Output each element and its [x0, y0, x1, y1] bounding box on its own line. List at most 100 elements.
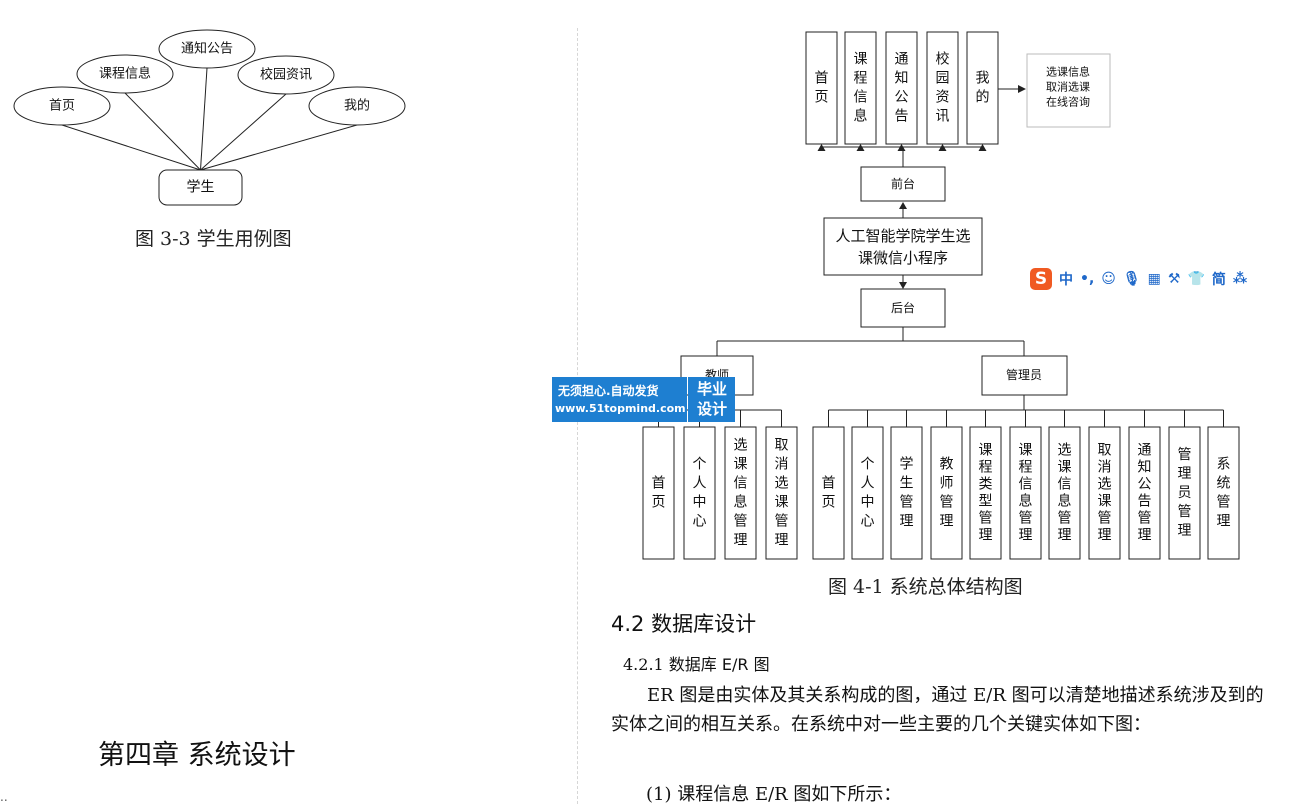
admin-module-label-char: 程 [979, 460, 993, 476]
admin-module-label-char: 课 [979, 443, 993, 459]
ime-toolbar[interactable]: S 中 •, ☺ 🎙 ▦ ⚒ 👕 简 ⁂ [1030, 266, 1247, 292]
watermark: 无须担心.自动发货 www.51topmind.com 毕业设计 [552, 377, 735, 422]
my-details-box [1026, 53, 1111, 128]
admin-module-label-char: 理 [940, 514, 954, 530]
watermark-line1: 无须担心.自动发货 [558, 384, 659, 398]
my-arrow [1018, 85, 1026, 93]
use-case-caption: 图 3-3 学生用例图 [135, 228, 292, 250]
admin-module-label-char: 理 [1138, 528, 1152, 544]
actor-box [158, 169, 243, 206]
admin-module-label-char: 理 [1178, 523, 1192, 539]
admin-module-label-char: 课 [1058, 460, 1072, 476]
use-case-oval [158, 29, 256, 69]
top-arrow [817, 144, 826, 151]
watermark-left-panel: 无须担心.自动发货 www.51topmind.com [552, 377, 687, 422]
admin-module-label-char: 知 [1138, 459, 1152, 476]
watermark-line2: www.51topmind.com [555, 402, 686, 415]
admin-module-label-char: 管 [1178, 447, 1192, 463]
watermark-badge: 毕业设计 [688, 377, 735, 422]
admin-module-label-char: 页 [822, 495, 836, 511]
admin-module-label-char: 理 [1019, 528, 1033, 544]
top-page-label-char: 资 [936, 90, 950, 106]
admin-module-label-char: 系 [1217, 457, 1231, 473]
system-up-arrow [899, 202, 907, 209]
keyboard-icon[interactable]: ▦ [1147, 271, 1161, 287]
corner-mark: .. [0, 790, 8, 804]
top-arrow [978, 144, 987, 151]
admin-module-label-char: 课 [1098, 494, 1112, 510]
top-page-label-char: 页 [815, 90, 829, 106]
admin-module-label-char: 管 [1217, 495, 1231, 511]
chinese-mode-icon[interactable]: 中 [1059, 272, 1073, 288]
use-case-label: 首页 [49, 99, 75, 114]
back-box [860, 288, 946, 328]
actor-label: 学生 [187, 180, 215, 196]
admin-module-label-char: 理 [900, 514, 914, 530]
top-page-label-char: 的 [976, 90, 990, 106]
admin-module-box [1009, 426, 1042, 560]
teacher-module-label-char: 理 [734, 533, 748, 549]
admin-module-label-char: 教 [940, 457, 954, 473]
admin-module-label-char: 理 [979, 528, 993, 544]
punctuation-icon[interactable]: •, [1080, 271, 1095, 287]
subsection-heading: 4.2.1 数据库 E/R 图 [623, 651, 770, 675]
subsection-number: 4.2.1 [623, 655, 664, 674]
top-page-label-char: 程 [854, 71, 868, 87]
body-paragraph: ER 图是由实体及其关系构成的图，通过 E/R 图可以清楚地描述系统涉及到的实体… [611, 685, 1264, 735]
simplified-icon[interactable]: 简 [1211, 272, 1226, 288]
emoji-icon[interactable]: ☺ [1101, 271, 1116, 287]
list-item: (1) 课程信息 E/R 图如下所示： [646, 784, 902, 805]
top-page-label-char: 课 [854, 52, 868, 68]
admin-module-label-char: 中 [861, 495, 875, 511]
admin-module-label-char: 管 [940, 495, 954, 511]
admin-module-label-char: 管 [1178, 504, 1192, 520]
top-page-box [805, 31, 838, 145]
teacher-module-label-char: 中 [693, 495, 707, 511]
use-case-oval [308, 86, 406, 126]
use-case-oval [13, 86, 111, 126]
skin-icon[interactable]: 👕 [1187, 271, 1205, 287]
teacher-module-label-char: 取 [775, 438, 789, 454]
use-case-link [200, 67, 208, 171]
top-page-label-char: 息 [854, 108, 868, 125]
tools-icon[interactable]: ⚒ [1167, 271, 1181, 287]
top-page-label-char: 讯 [936, 109, 950, 125]
top-page-label-char: 通 [895, 52, 909, 68]
admin-module-label-char: 师 [940, 476, 954, 492]
admin-module-label-char: 心 [861, 514, 875, 530]
top-page-label-char: 园 [936, 71, 950, 87]
system-name-line2: 课微信小程序 [858, 249, 948, 267]
apps-icon[interactable]: ⁂ [1232, 271, 1248, 287]
admin-module-box [890, 426, 923, 560]
teacher-module-label-char: 课 [775, 495, 789, 511]
teacher-module-box [642, 426, 675, 560]
admin-module-label-char: 理 [1178, 466, 1192, 482]
back-label: 后台 [891, 300, 915, 315]
use-case-link [124, 92, 201, 171]
top-page-label-char: 公 [895, 90, 909, 106]
top-page-label-char: 信 [854, 90, 868, 106]
admin-module-label-char: 选 [1058, 443, 1072, 459]
admin-module-box [1048, 426, 1081, 560]
admin-module-box [969, 426, 1002, 560]
use-case-oval [237, 55, 335, 95]
use-case-link [200, 93, 287, 171]
teacher-module-label-char: 管 [775, 514, 789, 530]
admin-module-box [1168, 426, 1201, 560]
ime-logo-icon[interactable]: S [1030, 268, 1052, 290]
admin-module-label-char: 生 [900, 476, 914, 492]
admin-module-label-char: 息 [1019, 493, 1033, 510]
use-case-oval [76, 54, 174, 94]
admin-module-label-char: 管 [979, 511, 993, 527]
use-case-label: 我的 [344, 98, 370, 114]
admin-module-label-char: 消 [1098, 460, 1112, 476]
top-page-label-char: 告 [895, 109, 909, 125]
my-detail-label: 选课信息 [1046, 65, 1090, 79]
voice-icon[interactable]: 🎙 [1122, 271, 1141, 287]
my-detail-label: 取消选课 [1046, 80, 1090, 94]
admin-module-label-char: 管 [1019, 511, 1033, 527]
admin-module-label-char: 程 [1019, 460, 1033, 476]
teacher-module-label-char: 消 [775, 457, 789, 473]
